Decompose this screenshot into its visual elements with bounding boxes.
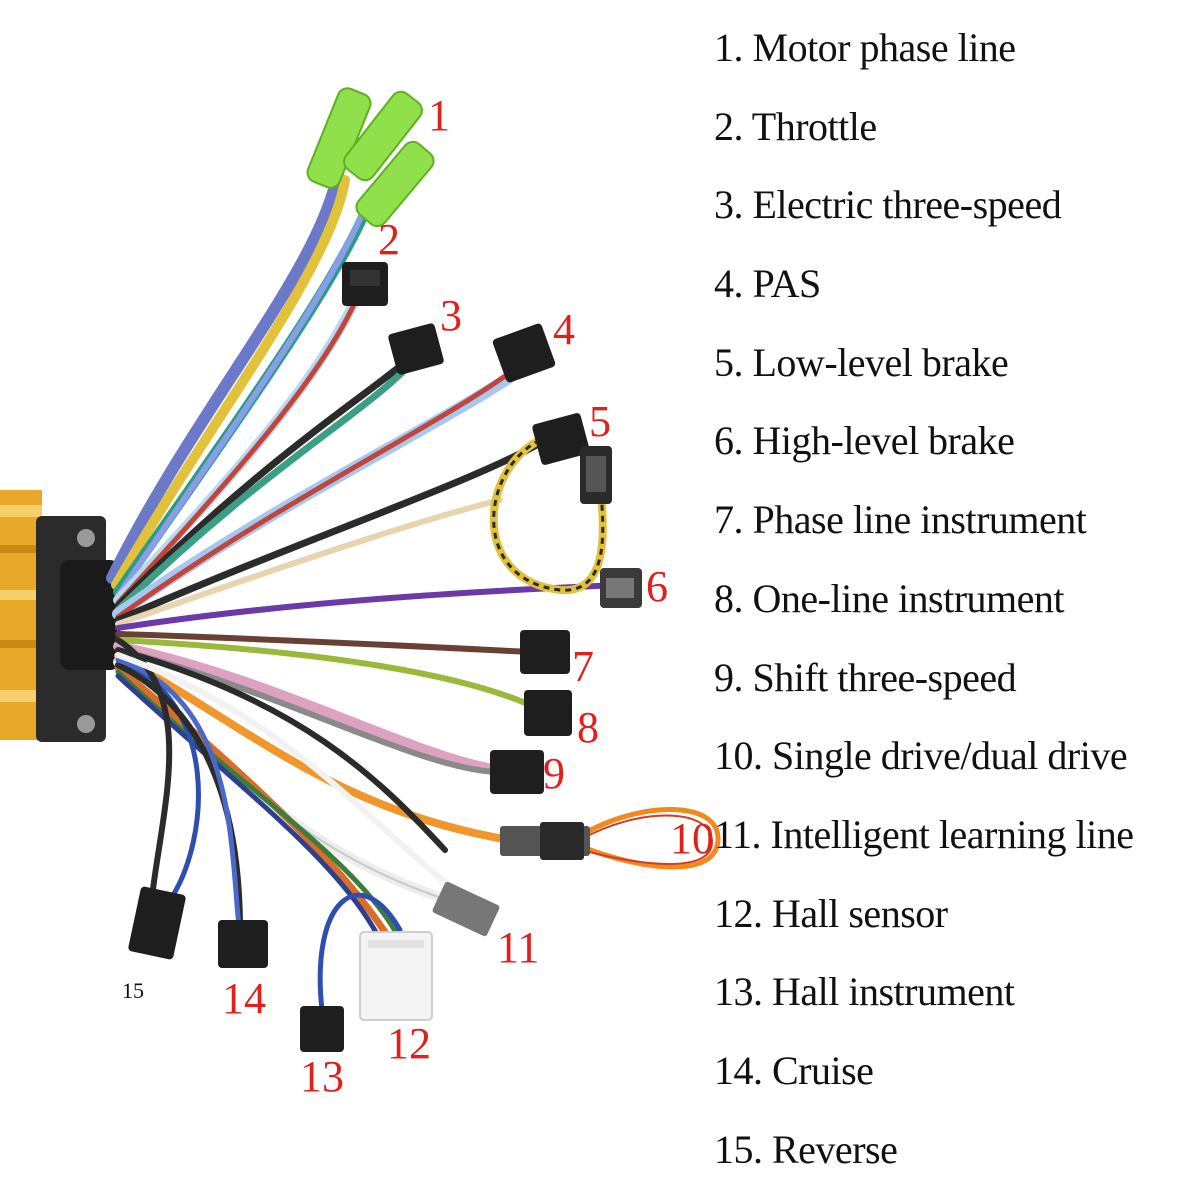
legend-label: PAS <box>752 261 822 307</box>
legend-number: 10. <box>714 733 763 779</box>
drive-loop-wire-red <box>579 814 714 865</box>
connector-three-speed <box>388 323 444 375</box>
connector-learning <box>432 881 500 937</box>
legend-item: 9. Shift three-speed <box>714 652 1198 731</box>
legend-number: 2. <box>714 103 744 149</box>
legend-label: Shift three-speed <box>752 654 1017 700</box>
legend-label: Intelligent learning line <box>770 811 1134 857</box>
legend-label: Single drive/dual drive <box>772 733 1128 779</box>
legend-number: 13. <box>714 969 763 1015</box>
legend-number: 6. <box>714 418 744 464</box>
controller-housing <box>0 490 120 742</box>
legend-number: 1. <box>714 25 744 70</box>
callout-12: 12 <box>387 1019 431 1068</box>
legend-number: 3. <box>714 182 744 228</box>
callout-6: 6 <box>646 562 668 611</box>
connector-pas <box>492 323 556 383</box>
legend-number: 8. <box>714 575 744 621</box>
legend-label: Cruise <box>772 1047 874 1093</box>
legend-item: 8. One-line instrument <box>714 573 1198 652</box>
wire-bundle <box>106 154 623 1013</box>
legend-item: 4. PAS <box>714 258 1198 337</box>
legend-number: 15. <box>714 1126 763 1172</box>
legend-number: 12. <box>714 890 763 936</box>
legend-item: 14. Cruise <box>714 1045 1198 1124</box>
legend-item: 6. High-level brake <box>714 415 1198 494</box>
callout-9: 9 <box>543 749 565 798</box>
connector-high-brake <box>600 568 642 608</box>
callout-5: 5 <box>589 397 611 446</box>
connector-hall-instrument <box>300 1006 344 1052</box>
callout-3: 3 <box>440 291 462 340</box>
legend-item: 12. Hall sensor <box>714 888 1198 967</box>
motor-phase-terminals <box>306 87 435 228</box>
callout-15: 15 <box>122 978 144 1003</box>
callout-2: 2 <box>378 215 400 264</box>
callout-11: 11 <box>497 923 540 972</box>
connector-phase-instrument <box>520 630 570 674</box>
callout-7: 7 <box>572 642 594 691</box>
legend-item: 3. Electric three-speed <box>714 179 1198 258</box>
callout-1: 1 <box>428 91 450 140</box>
connector-cruise <box>218 920 268 968</box>
legend-label: One-line instrument <box>752 575 1065 621</box>
callout-10: 10 <box>670 814 714 863</box>
brake-loop-wire-black <box>492 438 605 592</box>
legend-label: Reverse <box>772 1126 898 1172</box>
legend-item: 10. Single drive/dual drive <box>714 730 1198 809</box>
wire-legend: 1. Motor phase line 2. Throttle 3. Elect… <box>714 22 1198 1202</box>
connector-shift <box>490 750 544 794</box>
legend-number: 9. <box>714 654 744 700</box>
legend-item: 11. Intelligent learning line <box>714 809 1198 888</box>
drive-loop-wire <box>578 807 721 870</box>
legend-item: 1. Motor phase line <box>714 22 1198 101</box>
legend-label: Motor phase line <box>752 25 1017 70</box>
callout-14: 14 <box>222 974 266 1023</box>
callout-8: 8 <box>577 703 599 752</box>
legend-number: 11. <box>714 811 762 857</box>
callout-13: 13 <box>300 1052 344 1101</box>
legend-number: 5. <box>714 339 744 385</box>
legend-item: 5. Low-level brake <box>714 337 1198 416</box>
legend-number: 14. <box>714 1047 763 1093</box>
legend-item: 2. Throttle <box>714 101 1198 180</box>
legend-label: Hall sensor <box>772 890 948 936</box>
connector-drive <box>500 822 590 860</box>
legend-item: 15. Reverse <box>714 1124 1198 1202</box>
legend-label: Throttle <box>751 103 877 149</box>
connector-low-brake <box>532 413 590 465</box>
legend-label: Electric three-speed <box>752 182 1062 228</box>
connector-reverse <box>128 886 186 960</box>
legend-label: Hall instrument <box>772 969 1015 1015</box>
legend-label: High-level brake <box>752 418 1015 464</box>
legend-label: Low-level brake <box>752 339 1009 385</box>
legend-label: Phase line instrument <box>752 497 1087 543</box>
legend-item: 7. Phase line instrument <box>714 494 1198 573</box>
callout-4: 4 <box>553 305 575 354</box>
connector-hall-sensor <box>359 931 433 1021</box>
legend-number: 7. <box>714 497 744 543</box>
legend-item: 13. Hall instrument <box>714 966 1198 1045</box>
legend-number: 4. <box>714 261 744 307</box>
connector-low-brake-2 <box>580 446 612 504</box>
connector-one-line <box>524 690 572 736</box>
connector-throttle <box>342 262 388 306</box>
